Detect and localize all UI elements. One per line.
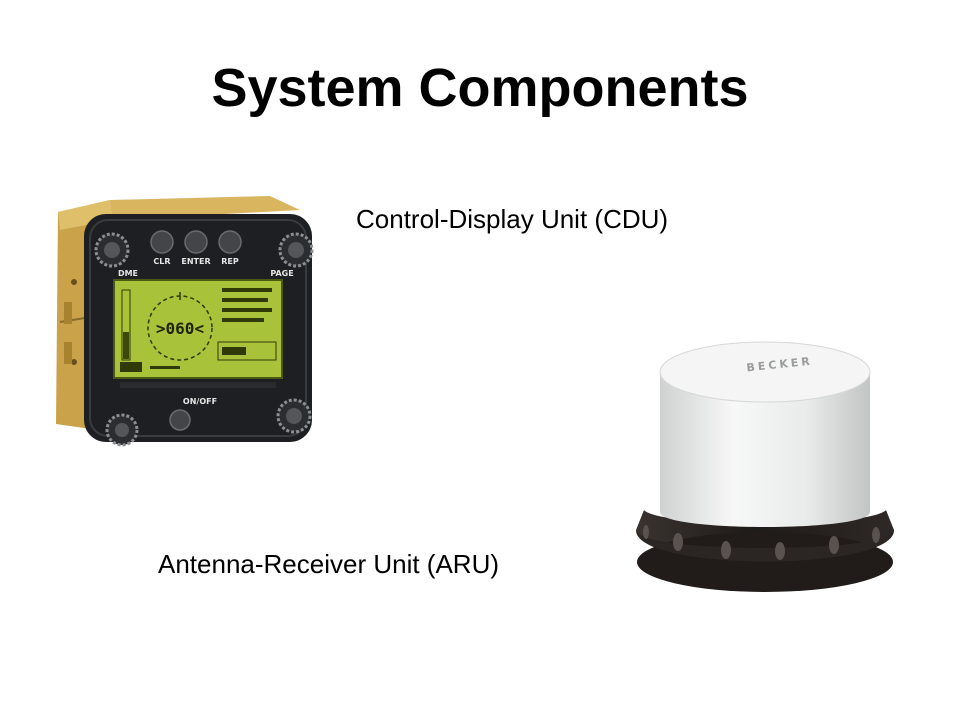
cdu-knob-page-label: PAGE [270, 269, 293, 278]
slide-title: System Components [211, 58, 749, 118]
aru-image: BECKER [636, 341, 894, 592]
cdu-knob-page[interactable]: PAGE [270, 232, 314, 278]
cdu-power-label: ON/OFF [183, 397, 217, 406]
cdu-caption: Control-Display Unit (CDU) [356, 204, 669, 234]
aru-caption: Antenna-Receiver Unit (ARU) [158, 549, 500, 579]
cdu-key-clr[interactable]: CLR [150, 230, 174, 266]
cdu-key-clr-label: CLR [153, 257, 170, 266]
aru-dome: BECKER [659, 341, 871, 527]
cdu-key-enter-label: ENTER [181, 257, 210, 266]
cdu-display: >060< [113, 279, 283, 379]
cdu-key-rep-label: REP [221, 257, 239, 266]
cdu-knob-lower-right[interactable] [276, 398, 312, 434]
cdu-knob-lower-left[interactable] [105, 413, 139, 447]
cdu-key-enter[interactable]: ENTER [181, 230, 211, 266]
cdu-display-heading: >060< [156, 319, 204, 338]
cdu-key-rep[interactable]: REP [218, 230, 242, 266]
cdu-knob-dme[interactable]: DME [94, 232, 138, 278]
cdu-power-button[interactable]: ON/OFF [169, 397, 217, 431]
cdu-image: CLR ENTER REP DME PAGE >060< [56, 196, 314, 447]
cdu-knob-dme-label: DME [118, 269, 138, 278]
